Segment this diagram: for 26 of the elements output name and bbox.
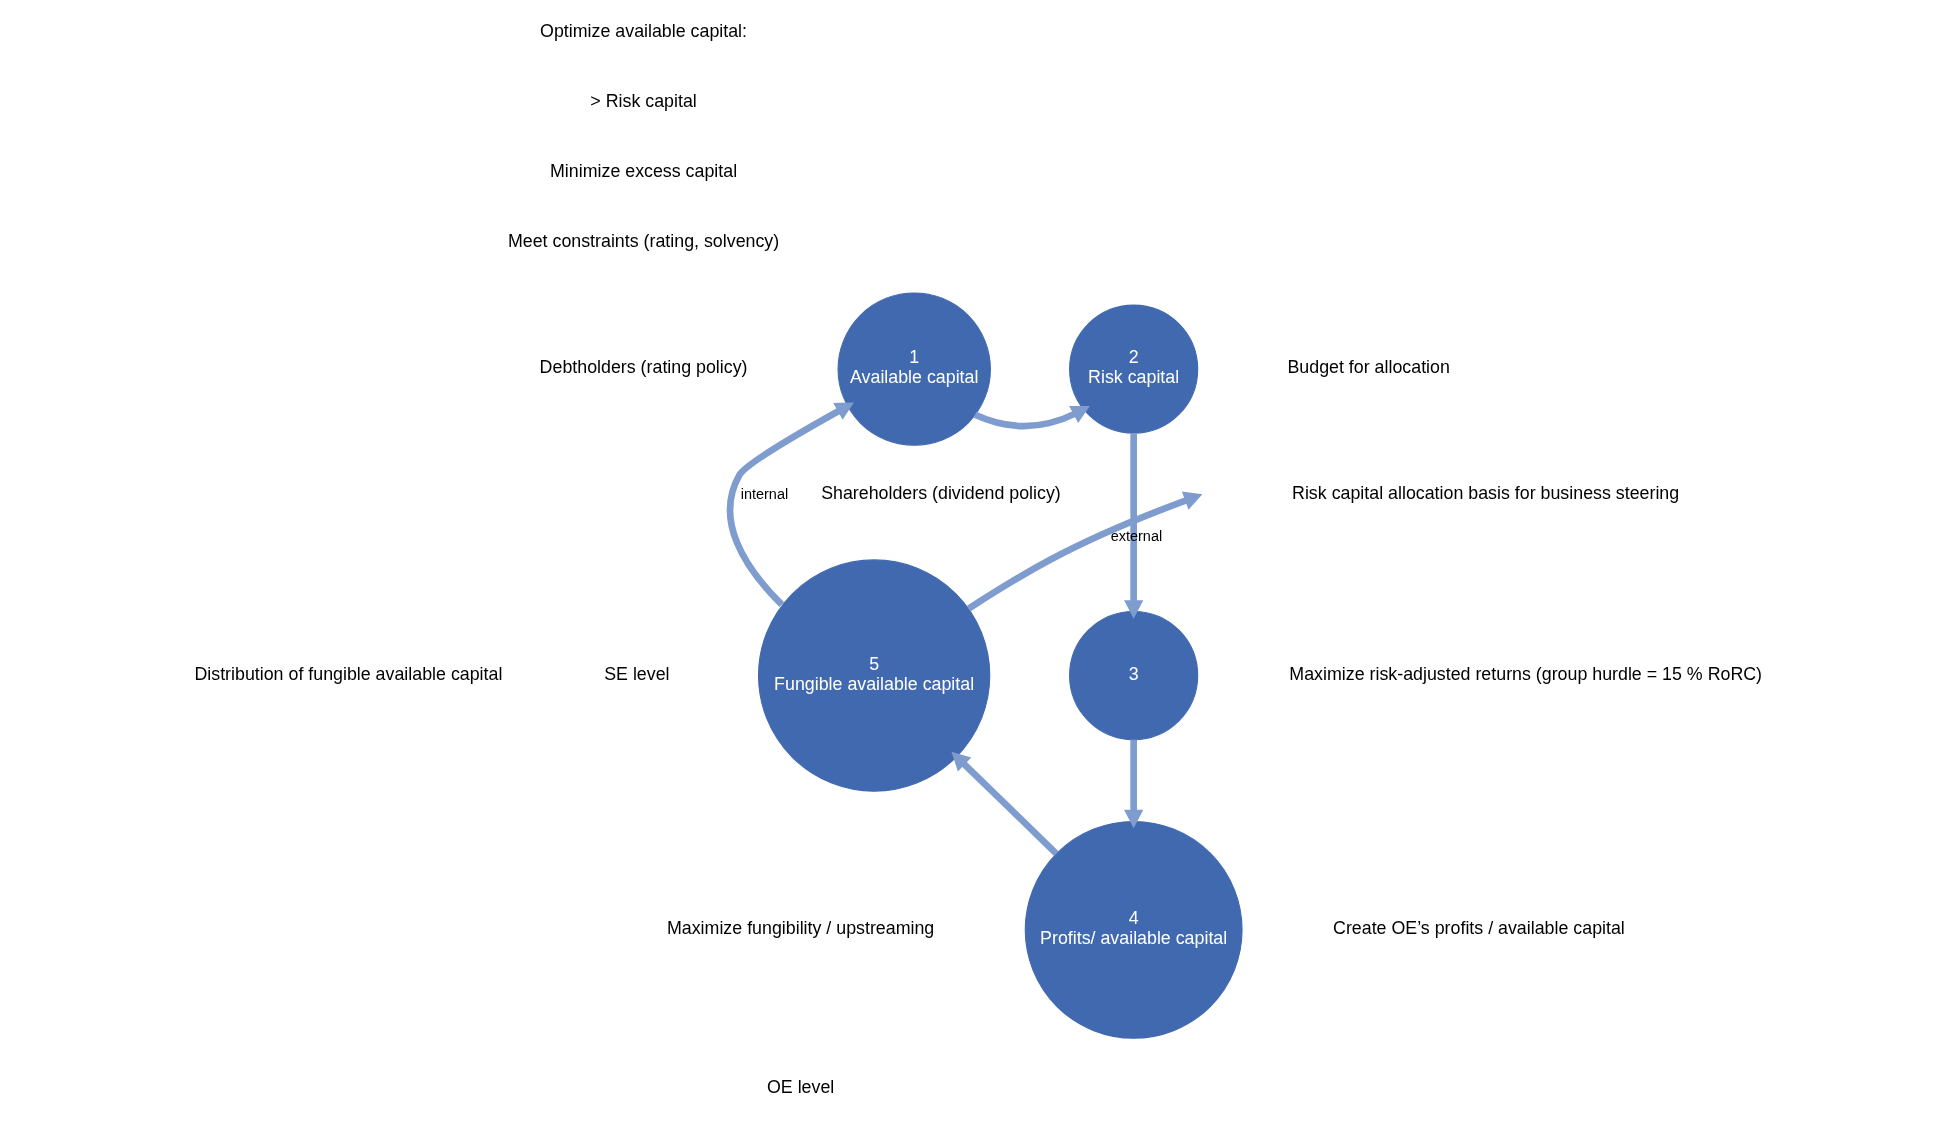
- node-circle: 4 Profits/ available capital: [1024, 820, 1243, 1039]
- arrow: [966, 491, 1202, 612]
- arrow: [950, 751, 1059, 856]
- edge-label: internal: [740, 485, 788, 502]
- label: SE level: [603, 663, 670, 684]
- node-circle: 5 Fungible available capital: [757, 559, 990, 792]
- label: Risk capital allocation basis for business steering: [1291, 483, 1679, 504]
- arrow: [1123, 739, 1143, 829]
- arrow: [726, 402, 854, 607]
- arrow: [1123, 433, 1143, 619]
- label: Create OE’s profits / available capital: [1332, 918, 1625, 939]
- label: Debtholders (rating policy): [539, 357, 748, 378]
- label: Maximize fungibility / upstreaming: [666, 918, 934, 939]
- node-circle: 1 Available capital: [837, 292, 991, 446]
- arrow: [973, 405, 1090, 430]
- label: Meet constraints (rating, solvency): [507, 231, 779, 252]
- label: Maximize risk-adjusted returns (group hurdle = 15 % RoRC): [1288, 663, 1762, 684]
- label: Distribution of fungible available capital: [193, 663, 502, 684]
- label: Optimize available capital:: [539, 20, 747, 41]
- label: Shareholders (dividend policy): [820, 483, 1061, 504]
- label: Budget for allocation: [1286, 357, 1450, 378]
- label: > Risk capital: [589, 90, 697, 111]
- edge-label: external: [1110, 528, 1162, 545]
- node-circle: 3: [1068, 610, 1198, 741]
- label: Minimize excess capital: [549, 161, 737, 182]
- label: OE level: [766, 1076, 834, 1097]
